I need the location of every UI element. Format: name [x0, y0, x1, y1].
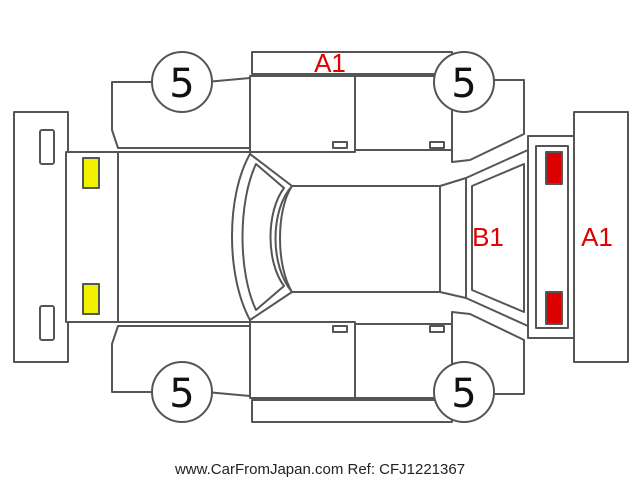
rear-light-bottom [545, 291, 563, 325]
wheel-front-left-grade: 5 [169, 61, 194, 107]
trunk [527, 135, 575, 339]
wheel-front-left [151, 51, 213, 113]
rear-window [439, 149, 529, 327]
roof-side-bottom [251, 399, 453, 423]
footer-watermark: www.CarFromJapan.com Ref: CFJ1221367 [174, 461, 465, 478]
wheel-rear-left [433, 51, 495, 113]
front-bumper [13, 111, 69, 363]
wheel-front-right-grade: 5 [169, 371, 194, 417]
wheel-rear-left-grade: 5 [451, 61, 476, 107]
wheel-rear-right [433, 361, 495, 423]
grade-rear-bumper: A1 [581, 222, 613, 252]
wheel-rear-right-grade: 5 [451, 371, 476, 417]
windshield [231, 153, 293, 321]
front-light-top [82, 157, 100, 189]
grade-roof-side: A1 [314, 48, 346, 78]
roof-side-top [251, 51, 453, 75]
grade-rear-window: B1 [472, 222, 504, 252]
rear-light-top [545, 151, 563, 185]
roof [279, 185, 441, 293]
wheel-front-right [151, 361, 213, 423]
hood [65, 151, 251, 323]
front-light-bottom [82, 283, 100, 315]
